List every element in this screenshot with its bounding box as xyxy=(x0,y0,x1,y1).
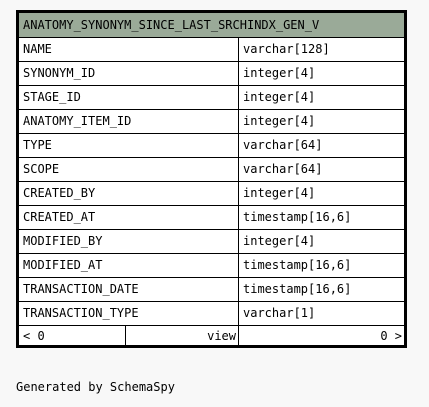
table-row: TRANSACTION_TYPE varchar[1] xyxy=(19,302,404,326)
view-table: ANATOMY_SYNONYM_SINCE_LAST_SRCHINDX_GEN_… xyxy=(16,10,407,348)
table-row: MODIFIED_AT timestamp[16,6] xyxy=(19,254,404,278)
generator-credit: Generated by SchemaSpy xyxy=(16,380,175,394)
column-type: varchar[64] xyxy=(239,158,404,182)
table-row: NAME varchar[128] xyxy=(19,38,404,62)
column-name: CREATED_BY xyxy=(19,182,239,206)
column-name: TYPE xyxy=(19,134,239,158)
table-row: SYNONYM_ID integer[4] xyxy=(19,62,404,86)
column-type: timestamp[16,6] xyxy=(239,254,404,278)
column-name: MODIFIED_BY xyxy=(19,230,239,254)
table-row: SCOPE varchar[64] xyxy=(19,158,404,182)
table-title[interactable]: ANATOMY_SYNONYM_SINCE_LAST_SRCHINDX_GEN_… xyxy=(19,13,404,38)
table-row: MODIFIED_BY integer[4] xyxy=(19,230,404,254)
table-row: TYPE varchar[64] xyxy=(19,134,404,158)
table-footer: < 0 view 0 > xyxy=(19,326,404,348)
children-count[interactable]: 0 > xyxy=(380,329,402,343)
table-row: CREATED_BY integer[4] xyxy=(19,182,404,206)
column-type: integer[4] xyxy=(239,230,404,254)
column-name: TRANSACTION_TYPE xyxy=(19,302,239,326)
column-name: SCOPE xyxy=(19,158,239,182)
table-row: ANATOMY_ITEM_ID integer[4] xyxy=(19,110,404,134)
column-name: SYNONYM_ID xyxy=(19,62,239,86)
column-name: NAME xyxy=(19,38,239,62)
column-type: integer[4] xyxy=(239,110,404,134)
table-row: TRANSACTION_DATE timestamp[16,6] xyxy=(19,278,404,302)
column-type: varchar[64] xyxy=(239,134,404,158)
column-name: STAGE_ID xyxy=(19,86,239,110)
column-type: varchar[128] xyxy=(239,38,404,62)
parents-count[interactable]: < 0 xyxy=(19,326,126,348)
column-type: timestamp[16,6] xyxy=(239,206,404,230)
column-type: integer[4] xyxy=(239,86,404,110)
column-name: MODIFIED_AT xyxy=(19,254,239,278)
table-row: CREATED_AT timestamp[16,6] xyxy=(19,206,404,230)
column-type: varchar[1] xyxy=(239,302,404,326)
table-row: STAGE_ID integer[4] xyxy=(19,86,404,110)
column-type: timestamp[16,6] xyxy=(239,278,404,302)
column-name: CREATED_AT xyxy=(19,206,239,230)
table-kind-label: view xyxy=(126,326,239,348)
column-name: ANATOMY_ITEM_ID xyxy=(19,110,239,134)
column-type: integer[4] xyxy=(239,62,404,86)
column-type: integer[4] xyxy=(239,182,404,206)
column-name: TRANSACTION_DATE xyxy=(19,278,239,302)
